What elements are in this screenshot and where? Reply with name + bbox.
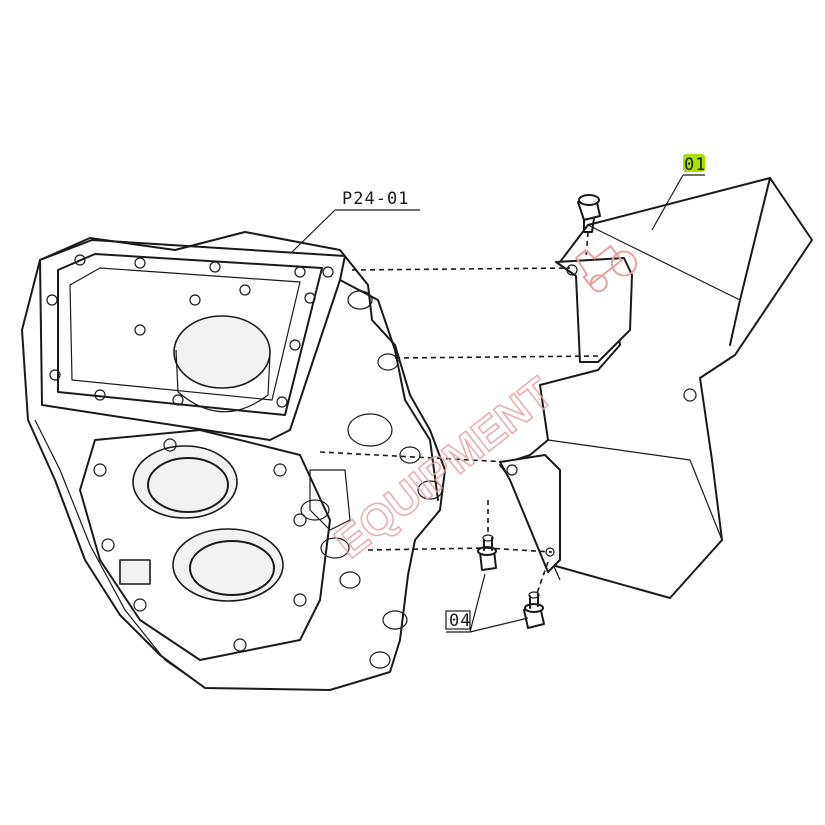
tractor-watermark-icon [574, 244, 637, 293]
bolt-lower-left [477, 534, 497, 571]
cover-plate [499, 177, 813, 599]
bolt-callout: 04 [445, 573, 529, 633]
housing-part-number: P24-01 [342, 189, 409, 209]
assembly-lines [319, 231, 599, 597]
bolt-part-number: 04 [449, 611, 471, 631]
bolt-lower-right [523, 591, 545, 629]
cover-part-number: 01 [684, 155, 706, 175]
cover-label-highlight [683, 154, 705, 172]
housing-callout: P24-01 [291, 189, 420, 253]
bolt-label-box [445, 610, 471, 630]
cover-callout: 01 [651, 154, 706, 231]
bolt-top [577, 194, 601, 233]
gear-housing [21, 231, 446, 691]
